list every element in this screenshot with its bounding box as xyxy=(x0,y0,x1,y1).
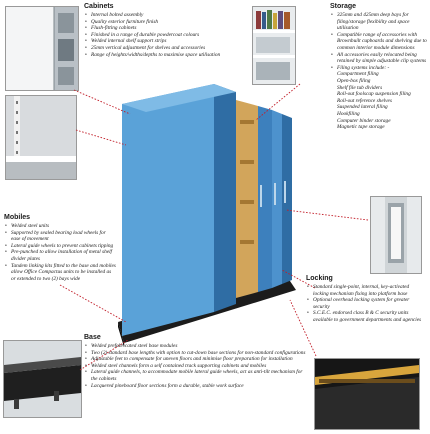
list-item: Range of heights/widths/depths to maximi… xyxy=(85,52,246,59)
cabinets-heading: Cabinets xyxy=(84,3,114,10)
list-item: Finished in a range of durable powdercoa… xyxy=(85,32,246,39)
storage-books-photo xyxy=(252,6,296,85)
storage-heading: Storage xyxy=(330,3,357,10)
storage-list: 325mm and 425mm deep bays for filing/sto… xyxy=(330,12,428,71)
locking-illustration xyxy=(315,359,419,429)
list-item: Lateral guide wheels to prevent cabinets… xyxy=(5,243,116,250)
shelf-strip-photo xyxy=(5,95,77,180)
list-item: 325mm and 425mm deep bays for filing/sto… xyxy=(331,12,428,32)
list-item: Internal bolted assembly xyxy=(85,12,246,19)
shelf-strip-illustration xyxy=(6,96,76,179)
list-item: Two (2) standard base lengths with optio… xyxy=(85,350,310,357)
storage-accessory-illustration xyxy=(371,197,421,273)
list-item: Welded steel units xyxy=(5,223,116,230)
list-item: Magnetic tape storage xyxy=(337,124,385,131)
list-item: Tandem linking kits fitted to the base a… xyxy=(5,263,116,283)
list-item: Open-box filing xyxy=(337,77,371,84)
list-item: Lateral guide channels, to accommodate m… xyxy=(85,369,310,382)
cabinets-section: Cabinets Internal bolted assembly Qualit… xyxy=(84,3,246,58)
list-item: Standard single-point, internal, key-act… xyxy=(307,284,426,297)
list-item: Pre-punched to allow installation of met… xyxy=(5,249,116,262)
list-item: Lacquered pineboard floor sections form … xyxy=(85,383,310,390)
list-item: Suspended lateral filing xyxy=(337,104,388,111)
base-section: Base Welded prefabricated steel base mod… xyxy=(84,334,310,389)
list-item: Supported by sealed bearing load wheels … xyxy=(5,230,116,243)
cabinets-list: Internal bolted assembly Quality exterio… xyxy=(84,12,246,58)
locking-list: Standard single-point, internal, key-act… xyxy=(306,284,426,324)
list-item: Optional overhead locking system for gre… xyxy=(307,297,426,310)
storage-section: Storage 325mm and 425mm deep bays for fi… xyxy=(330,3,428,131)
list-item: Filing systems include: - xyxy=(331,65,428,72)
list-item: S.C.E.C. endorsed class B & C security u… xyxy=(307,310,426,323)
storage-accessory-photo xyxy=(370,196,422,274)
list-item: 25mm vertical adjustment for shelves and… xyxy=(85,45,246,52)
mobiles-section: Mobiles Welded steel units Supported by … xyxy=(4,214,116,282)
list-item: Adjustable feet to compensate for uneven… xyxy=(85,356,310,363)
base-photo xyxy=(3,340,82,418)
storage-books-illustration xyxy=(253,7,295,84)
list-item: Compartment filing xyxy=(337,71,379,78)
cabinet-shelf-photo xyxy=(5,6,79,91)
list-item: Flush-fitting cabinets xyxy=(85,25,246,32)
list-item: Welded steel channels form a self contai… xyxy=(85,363,310,370)
base-illustration xyxy=(4,341,81,417)
list-item: Compatible range of accessories with Bro… xyxy=(331,32,428,52)
list-item: Welded internal shelf support strips xyxy=(85,38,246,45)
filing-systems-list: Compartment filing Open-box filing Shelf… xyxy=(330,71,428,130)
list-item: Quality exterior furniture finish xyxy=(85,19,246,26)
list-item: Roll-out foolscap suspension filing xyxy=(337,91,411,98)
list-item: Roll-out reference shelves xyxy=(337,97,392,104)
base-list: Welded prefabricated steel base modules … xyxy=(84,343,310,389)
base-heading: Base xyxy=(84,334,101,341)
mobiles-heading: Mobiles xyxy=(4,214,31,221)
mobiles-list: Welded steel units Supported by sealed b… xyxy=(4,223,116,282)
list-item: Shelf file tub dividers xyxy=(337,84,383,91)
cabinet-shelf-illustration xyxy=(6,7,78,90)
locking-section: Locking Standard single-point, internal,… xyxy=(306,275,426,324)
list-item: All accessories easily relocated being r… xyxy=(331,52,428,65)
locking-heading: Locking xyxy=(306,275,333,282)
list-item: Computer binder storage xyxy=(337,117,391,124)
locking-photo xyxy=(314,358,420,430)
list-item: Hookfiling xyxy=(337,110,360,117)
list-item: Welded prefabricated steel base modules xyxy=(85,343,310,350)
